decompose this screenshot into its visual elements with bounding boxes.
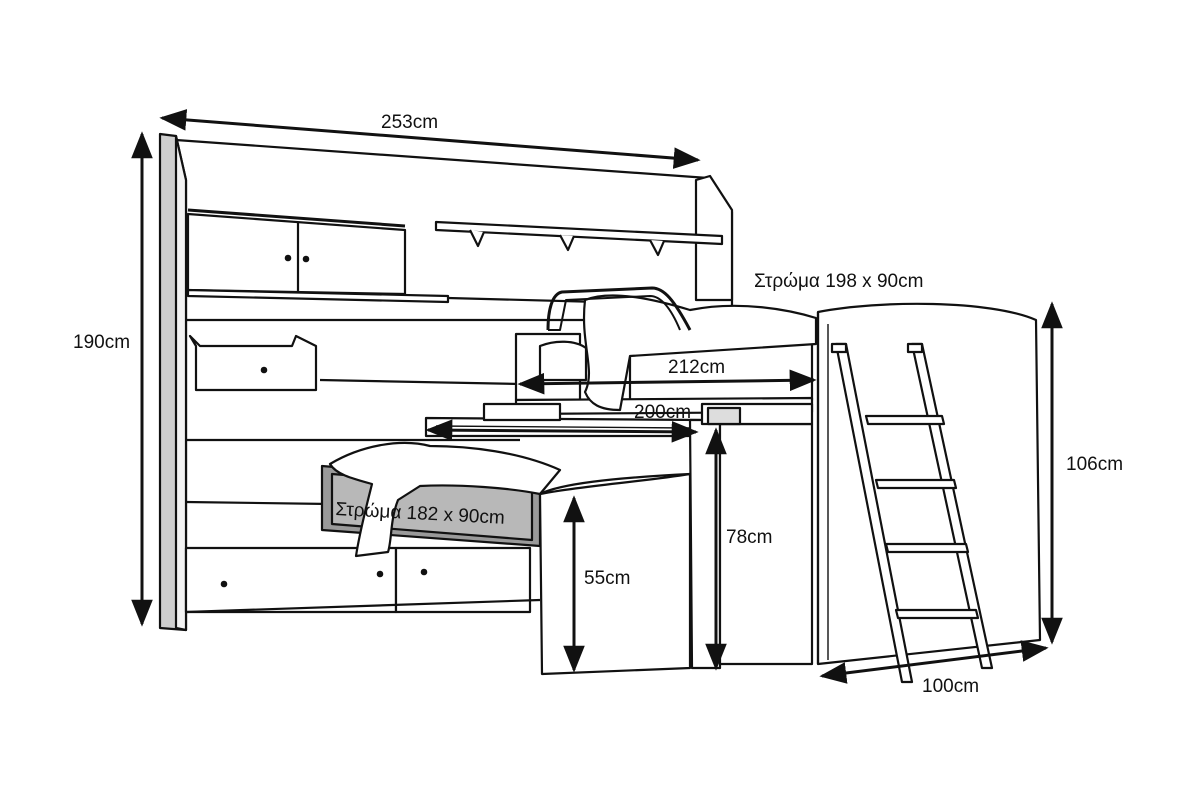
ladder <box>830 342 994 684</box>
label-total-height: 190cm <box>73 332 131 353</box>
wall-drawer <box>188 334 318 392</box>
dim-line-loft-depth <box>819 640 1049 684</box>
label-loft-height: 106cm <box>1066 454 1124 475</box>
label-lower-bed-height: 55cm <box>584 568 631 589</box>
dim-line-desk <box>425 419 699 443</box>
label-total-width: 253cm <box>381 112 439 133</box>
wall-shelf <box>434 220 724 246</box>
label-desk-length: 200cm <box>634 402 692 423</box>
label-upper-mattress: Στρώμα 198 x 90cm <box>754 271 924 292</box>
upper-guard-rail <box>546 286 692 331</box>
label-desk-leg-height: 78cm <box>726 527 773 548</box>
lower-bedding <box>328 441 562 558</box>
label-upper-bed-length: 212cm <box>668 357 726 378</box>
lower-drawer-unit <box>184 546 398 614</box>
label-loft-depth: 100cm <box>922 676 980 697</box>
dim-line-upper-bed <box>517 369 817 395</box>
dim-line-total-width <box>159 109 701 169</box>
